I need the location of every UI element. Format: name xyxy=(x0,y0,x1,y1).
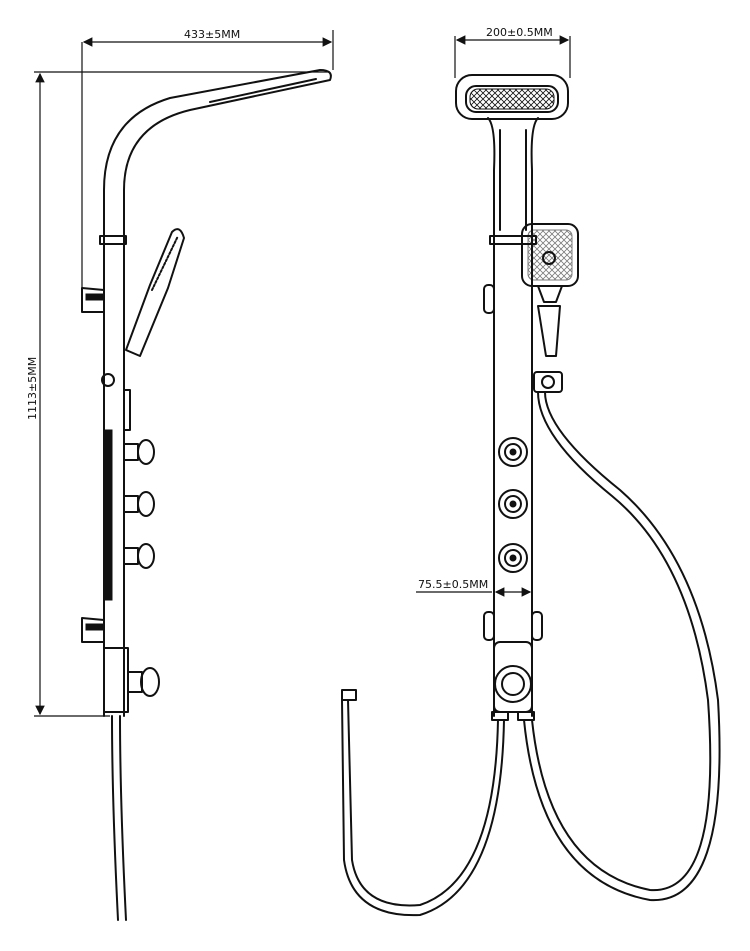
front-valve xyxy=(491,641,535,721)
side-view: 433±5MM 1113±5MM xyxy=(26,28,334,921)
front-jet-2 xyxy=(498,489,528,519)
main-hose xyxy=(341,699,505,917)
width-dimension-label: 433±5MM xyxy=(184,28,240,41)
front-view: 200±0.5MM xyxy=(341,26,721,917)
side-valve xyxy=(103,647,160,713)
wall-bracket-top xyxy=(81,287,105,313)
side-hose xyxy=(111,715,127,921)
height-dimension: 1113±5MM xyxy=(26,71,330,717)
front-handheld-shower xyxy=(521,223,579,357)
side-shower-column xyxy=(99,69,332,717)
side-body-jets xyxy=(103,429,155,601)
hose-end-fitting xyxy=(341,689,357,701)
width-dimension: 433±5MM xyxy=(81,28,334,310)
side-jet-3 xyxy=(123,543,155,569)
handheld-hose xyxy=(523,391,721,902)
head-width-dimension: 200±0.5MM xyxy=(454,26,571,78)
wall-bracket-bottom xyxy=(81,617,105,643)
panel-width-dimension-label: 75.5±0.5MM xyxy=(418,578,488,591)
panel-width-dimension: 75.5±0.5MM xyxy=(416,578,532,597)
side-handheld-shower xyxy=(101,228,185,431)
front-shower-column xyxy=(483,117,543,717)
side-jet-2 xyxy=(123,491,155,517)
front-body-jets xyxy=(498,437,528,573)
height-dimension-label: 1113±5MM xyxy=(26,357,39,420)
rain-shower-head xyxy=(455,74,569,120)
head-width-dimension-label: 200±0.5MM xyxy=(486,26,553,39)
front-jet-1 xyxy=(498,437,528,467)
front-jet-3 xyxy=(498,543,528,573)
hose-holder xyxy=(533,371,563,393)
side-jet-1 xyxy=(123,439,155,465)
